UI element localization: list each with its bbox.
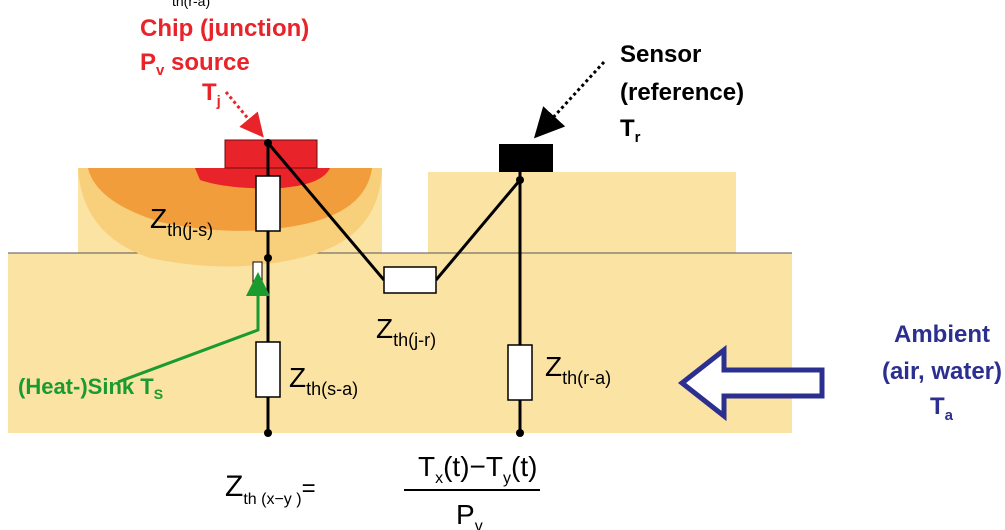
node-sink <box>264 254 272 262</box>
zth-jr-label: Zth(j-r) <box>376 313 436 350</box>
ambient-label-ta: Ta <box>930 393 954 424</box>
top-partial-label: th(r-a) <box>172 0 210 9</box>
resistor-zth-js <box>255 175 281 232</box>
resistor-zth-jr <box>383 266 437 294</box>
node-ambient-right <box>516 429 524 437</box>
wire-junction-to-zjr <box>266 142 386 281</box>
sensor-module-block <box>428 172 736 253</box>
sink-pointer-arrow <box>117 272 270 384</box>
resistor-zth-sa <box>255 341 281 398</box>
zth-ra-label: Zth(r-a) <box>545 351 611 388</box>
wire-zjr-to-sensor <box>434 179 522 281</box>
ambient-label-line2: (air, water) <box>882 358 1002 385</box>
sensor-label-line2: (reference) <box>620 79 744 106</box>
node-sensor <box>516 176 524 184</box>
node-junction <box>264 139 272 147</box>
sensor-label-line1: Sensor <box>620 41 701 68</box>
zth-js-label: Zth(j-s) <box>150 203 213 240</box>
chip-label-line1: Chip (junction) <box>140 15 309 42</box>
ambient-label-line1: Ambient <box>894 321 990 348</box>
zth-sa-label: Zth(s-a) <box>289 362 358 399</box>
chip-label-line2: Pv source <box>140 49 250 79</box>
formula-lhs: Zth (x−y )= <box>225 470 316 508</box>
sensor-label-tr: Tr <box>620 115 641 146</box>
formula-numerator: Tx(t)−Ty(t) <box>418 451 537 487</box>
formula-denominator: Pv <box>456 499 483 530</box>
resistor-zth-ra <box>507 344 533 401</box>
chip-pointer-arrow <box>224 91 264 138</box>
sensor-element <box>499 144 553 172</box>
node-ambient-left <box>264 429 272 437</box>
ambient-arrow <box>677 344 825 422</box>
chip-label-tj: Tj <box>202 79 221 110</box>
sink-label: (Heat-)Sink TS <box>18 374 163 402</box>
sensor-pointer-arrow <box>533 60 606 139</box>
